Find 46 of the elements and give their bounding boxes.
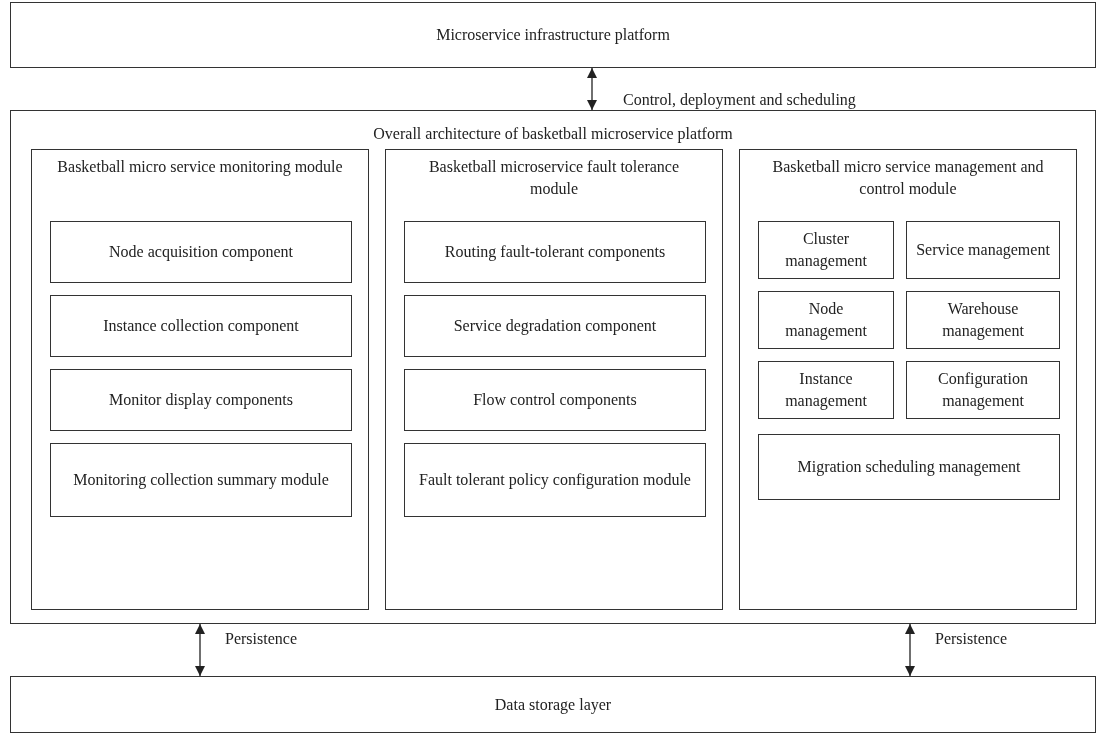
component-box bbox=[404, 369, 706, 431]
node-label: Node management bbox=[784, 299, 868, 342]
node-label: Overall architecture of basketball microservice platform bbox=[372, 124, 734, 145]
node-label: Data storage layer bbox=[493, 694, 613, 716]
node-label: Monitor display components bbox=[108, 390, 294, 411]
node-label: Configuration management bbox=[937, 369, 1029, 412]
component-box bbox=[50, 221, 352, 283]
node-label: Instance management bbox=[784, 369, 868, 412]
node-label: Monitoring collection summary module bbox=[72, 470, 330, 491]
component-box bbox=[404, 221, 706, 283]
component-box bbox=[758, 291, 894, 349]
double-arrow bbox=[587, 67, 597, 111]
node-label: Microservice infrastructure platform bbox=[435, 25, 671, 46]
module-box bbox=[739, 149, 1077, 610]
node-label: Migration scheduling management bbox=[796, 457, 1022, 478]
component-box bbox=[758, 221, 894, 279]
node-label: Basketball micro service monitoring module bbox=[56, 157, 344, 178]
component-box bbox=[906, 291, 1060, 349]
node-label: Warehouse management bbox=[941, 299, 1025, 342]
node-label: Node acquisition component bbox=[108, 242, 294, 263]
component-box bbox=[758, 434, 1060, 500]
container-box bbox=[10, 110, 1096, 624]
module-box bbox=[385, 149, 723, 610]
node-label: Instance collection component bbox=[102, 316, 300, 337]
node-label: Flow control components bbox=[472, 390, 638, 411]
node-label: Routing fault-tolerant components bbox=[443, 242, 667, 263]
node-label: Basketball micro service management and control module bbox=[771, 157, 1045, 199]
layer-box bbox=[10, 676, 1096, 733]
component-box bbox=[404, 443, 706, 517]
double-arrow bbox=[905, 623, 915, 677]
layer-box bbox=[10, 2, 1096, 68]
node-label: Service management bbox=[915, 240, 1051, 261]
node-label: Cluster management bbox=[784, 229, 868, 272]
node-label: Service degradation component bbox=[452, 316, 658, 337]
component-box bbox=[50, 443, 352, 517]
component-box bbox=[758, 361, 894, 419]
double-arrow bbox=[195, 623, 205, 677]
node-label: Basketball microservice fault tolerance module bbox=[427, 157, 681, 199]
module-box bbox=[31, 149, 369, 610]
component-box bbox=[50, 295, 352, 357]
node-label: Fault tolerant policy configuration module bbox=[418, 470, 692, 491]
component-box bbox=[906, 221, 1060, 279]
component-box bbox=[906, 361, 1060, 419]
component-box bbox=[50, 369, 352, 431]
component-box bbox=[404, 295, 706, 357]
edge-label: Control, deployment and scheduling bbox=[620, 91, 859, 109]
